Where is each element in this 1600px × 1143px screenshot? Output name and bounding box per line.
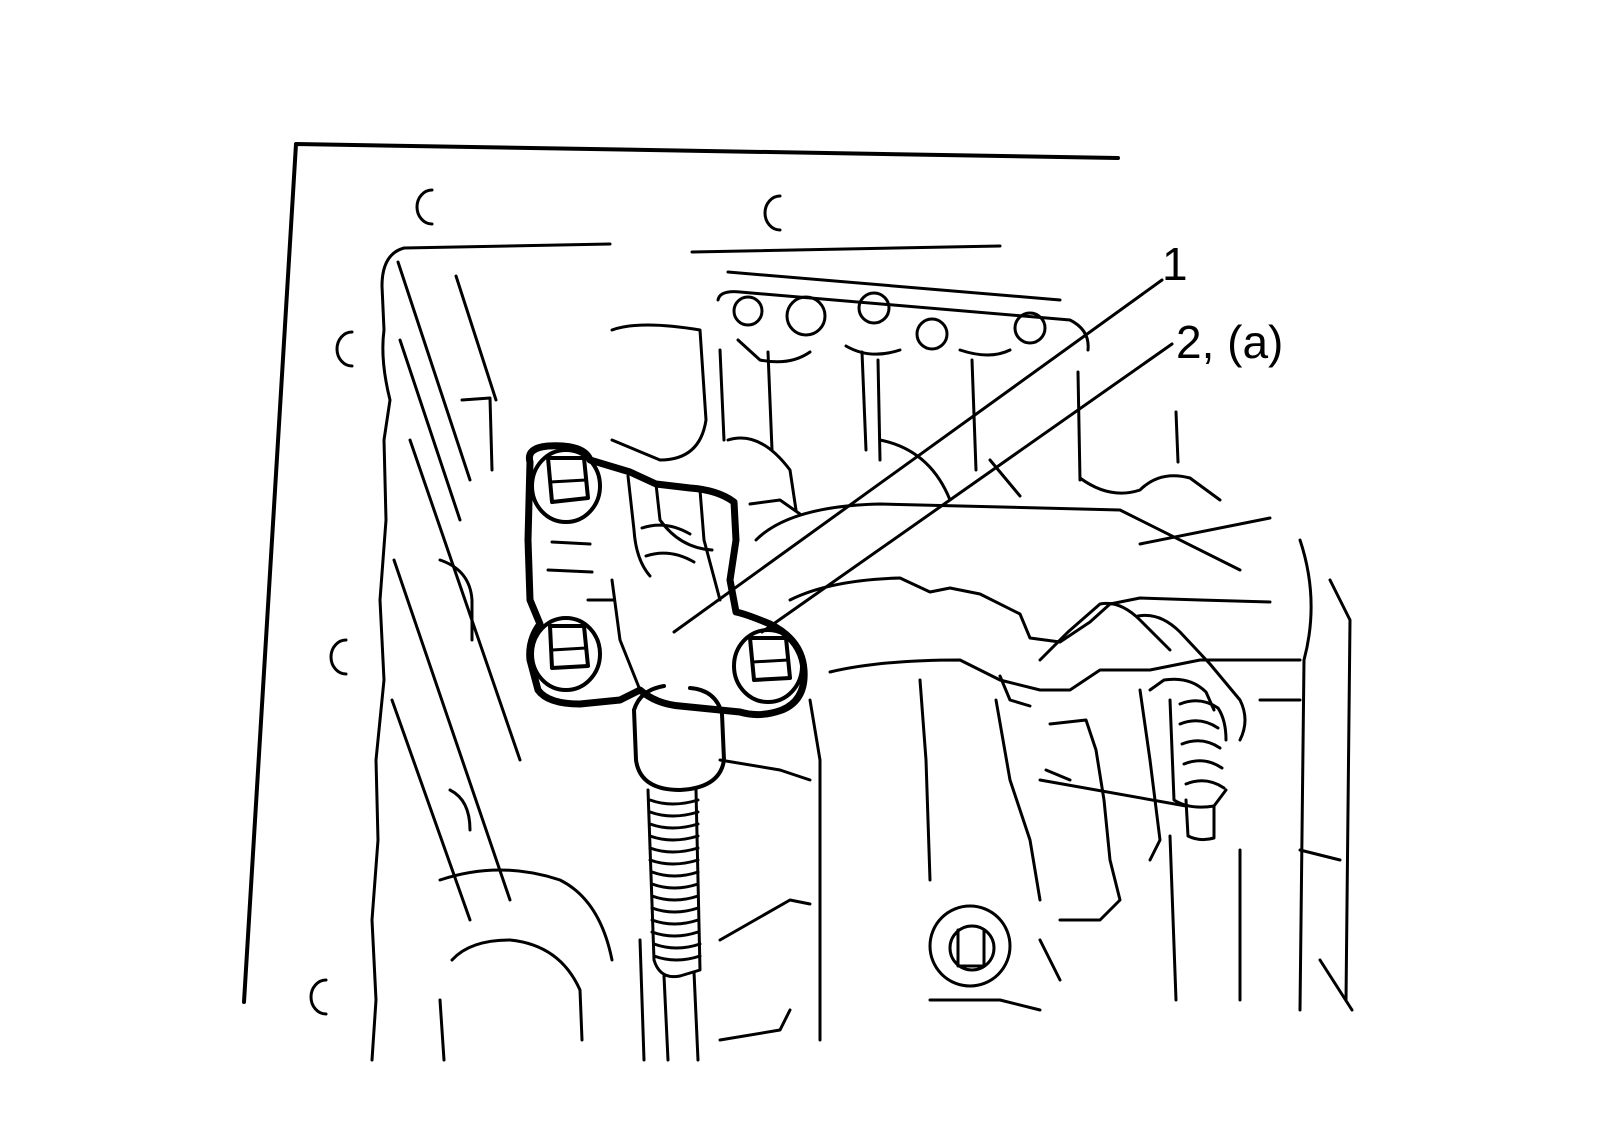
threaded-shift-rod xyxy=(632,684,726,1062)
upper-port-cluster xyxy=(690,244,1090,364)
callout-label-2: 2, (a) xyxy=(1176,316,1283,368)
shift-bracket xyxy=(524,442,808,719)
valve-body-rail xyxy=(754,502,1302,708)
housing-bolt-holes xyxy=(309,188,782,1016)
leader-lines xyxy=(672,278,1174,634)
callout-label-1: 1 xyxy=(1162,238,1188,290)
drain-plug-area xyxy=(718,678,1062,1042)
bracket-bolt-top xyxy=(530,448,602,524)
upper-cast-ribs xyxy=(610,323,1222,516)
left-case-wall xyxy=(370,242,612,1062)
leader-line-1 xyxy=(672,278,1164,634)
leader-line-2 xyxy=(760,342,1174,634)
bracket-bolt-lower-left xyxy=(530,616,602,692)
housing-outline xyxy=(242,142,1120,1004)
lower-left-pocket xyxy=(438,868,614,1062)
detent-spring-assembly xyxy=(1038,538,1354,1012)
bracket-bolt-lower-right xyxy=(732,628,804,704)
